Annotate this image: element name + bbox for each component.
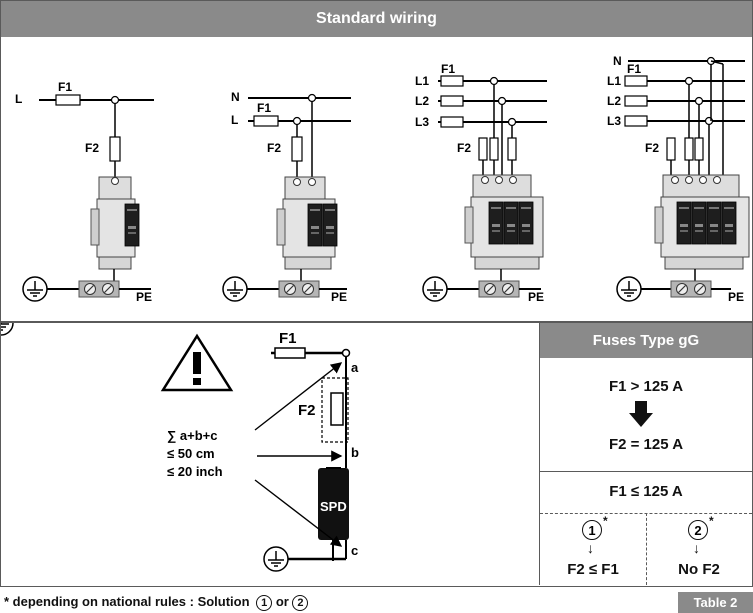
label-l1-4: L1 [607,74,621,88]
wiring-diagram-4pole [616,56,750,302]
solution2-text: No F2 [678,561,720,578]
solution2-arrow: ↓ [693,540,700,556]
solution2-asterisk: * [709,514,714,528]
warning-icon [160,333,234,392]
rule2: F1 ≤ 125 A [609,483,683,500]
detail-f1-label: F1 [279,330,297,347]
wiring-diagram-3pole [422,75,547,302]
label-n-2: N [231,90,240,104]
label-n-4: N [613,54,622,68]
solution-divider [646,513,647,585]
label-f1-3: F1 [441,62,455,76]
detail-limit-cm: ≤ 50 cm [167,446,215,461]
fuses-title: Fuses Type gG [540,323,752,358]
label-f2-1: F2 [85,141,99,155]
label-pe-2: PE [331,290,347,304]
wiring-diagram-2pole [222,93,351,302]
solution1: 1 * ↓ F2 ≤ F1 [540,513,646,585]
rule-divider-1 [540,471,752,472]
section-divider [1,321,752,323]
solution1-badge: 1 [582,520,602,540]
detail-f2-label: F2 [298,402,316,419]
label-pe-3: PE [528,290,544,304]
panel-divider [539,321,540,585]
label-l2-3: L2 [415,94,429,108]
label-l-1: L [15,92,22,106]
label-l2-4: L2 [607,94,621,108]
solution1-arrow: ↓ [587,540,594,556]
label-f1-2: F1 [257,101,271,115]
label-f2-3: F2 [457,141,471,155]
solution1-text: F2 ≤ F1 [567,561,619,578]
label-pe-1: PE [136,290,152,304]
wiring-diagram-1pole [22,94,154,302]
footnote-or: or [275,594,289,609]
solution1-asterisk: * [603,514,608,528]
wiring-diagrams: L F1 F2 PE N L F1 F2 PE [15,54,750,304]
label-pe-4: PE [728,290,744,304]
label-l1-3: L1 [415,74,429,88]
detail-seg-c: c [351,543,358,558]
label-f1-4: F1 [627,62,641,76]
label-l-2: L [231,113,238,127]
footnote-num2: 2 [292,595,309,611]
detail-sum: ∑ a+b+c [167,428,217,443]
label-f2-2: F2 [267,141,281,155]
header-title: Standard wiring [1,1,752,37]
spd-label: SPD [320,499,347,514]
footnote-num1: 1 [256,595,273,611]
footnote-text: * depending on national rules : Solution [4,594,250,609]
solution2-badge: 2 [688,520,708,540]
label-f2-4: F2 [645,141,659,155]
footnote: * depending on national rules : Solution… [4,594,309,611]
rule1-bottom: F2 = 125 A [608,436,684,453]
detail-limit-inch: ≤ 20 inch [167,464,223,479]
table-tag: Table 2 [678,592,753,613]
detail-seg-a: a [351,360,359,375]
label-l3-4: L3 [607,114,621,128]
detail-seg-b: b [351,445,359,460]
rule1-top: F1 > 125 A [608,378,684,395]
wiring-length-detail: F1 F2 a b c ∑ a+b+c ≤ 50 cm ≤ 20 inch SP… [1,323,359,572]
label-f1-1: F1 [58,80,72,94]
solution2: 2 * ↓ No F2 [646,513,752,585]
label-l3-3: L3 [415,115,429,129]
fuses-panel: Fuses Type gG F1 > 125 A F2 = 125 A F1 ≤… [540,323,752,585]
